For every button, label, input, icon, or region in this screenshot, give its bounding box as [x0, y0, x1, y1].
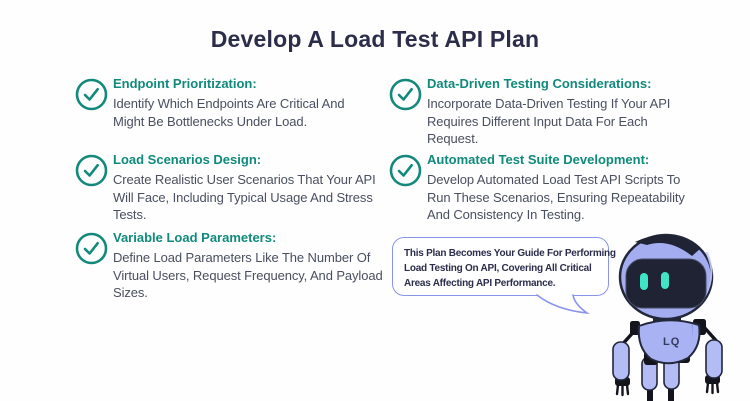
check-circle-icon: [389, 154, 422, 187]
robot-logo: LQ: [663, 336, 680, 348]
robot-shoulder-left: [630, 321, 640, 335]
check-circle-icon: [75, 154, 108, 187]
item-body: Define Load Parameters Like The Number O…: [113, 250, 383, 300]
checklist-item-variable-load-parameters: Variable Load Parameters: Define Load Pa…: [75, 230, 413, 302]
robot-leg-lower-left: [647, 386, 653, 401]
checklist-item-data-driven-testing: Data-Driven Testing Considerations: Inco…: [389, 76, 727, 148]
item-body: Create Realistic User Scenarios That You…: [113, 172, 376, 222]
robot-eye-right: [661, 272, 669, 289]
speech-bubble-tail: [536, 294, 590, 315]
robot-body: [637, 319, 701, 365]
item-heading: Load Scenarios Design:: [113, 152, 262, 167]
checklist-item-automated-test-suite: Automated Test Suite Development: Develo…: [389, 152, 727, 224]
item-body: Develop Automated Load Test API Scripts …: [427, 172, 685, 222]
check-circle-icon: [389, 78, 422, 111]
page-title: Develop A Load Test API Plan: [210, 26, 540, 52]
robot-mascot-illustration: LQ: [612, 233, 723, 401]
check-circle-icon: [75, 232, 108, 265]
robot-eye-left: [640, 273, 648, 290]
item-body: Incorporate Data-Driven Testing If Your …: [427, 96, 671, 146]
robot-forearm-right: [705, 339, 723, 379]
robot-leg-lower-right: [668, 385, 674, 401]
speech-bubble-text: This Plan Becomes Your Guide For Perform…: [404, 248, 616, 289]
checklist-item-endpoint-prioritization: Endpoint Prioritization: Identify Which …: [75, 76, 413, 130]
item-heading: Variable Load Parameters:: [113, 230, 277, 245]
item-body: Identify Which Endpoints Are Critical An…: [113, 96, 345, 129]
item-heading: Endpoint Prioritization:: [113, 76, 257, 91]
check-circle-icon: [75, 78, 108, 111]
item-heading: Data-Driven Testing Considerations:: [427, 76, 652, 91]
speech-bubble: This Plan Becomes Your Guide For Perform…: [392, 237, 616, 296]
checklist-item-load-scenarios-design: Load Scenarios Design: Create Realistic …: [75, 152, 413, 224]
item-heading: Automated Test Suite Development:: [427, 152, 650, 167]
robot-forearm-left: [612, 341, 630, 381]
